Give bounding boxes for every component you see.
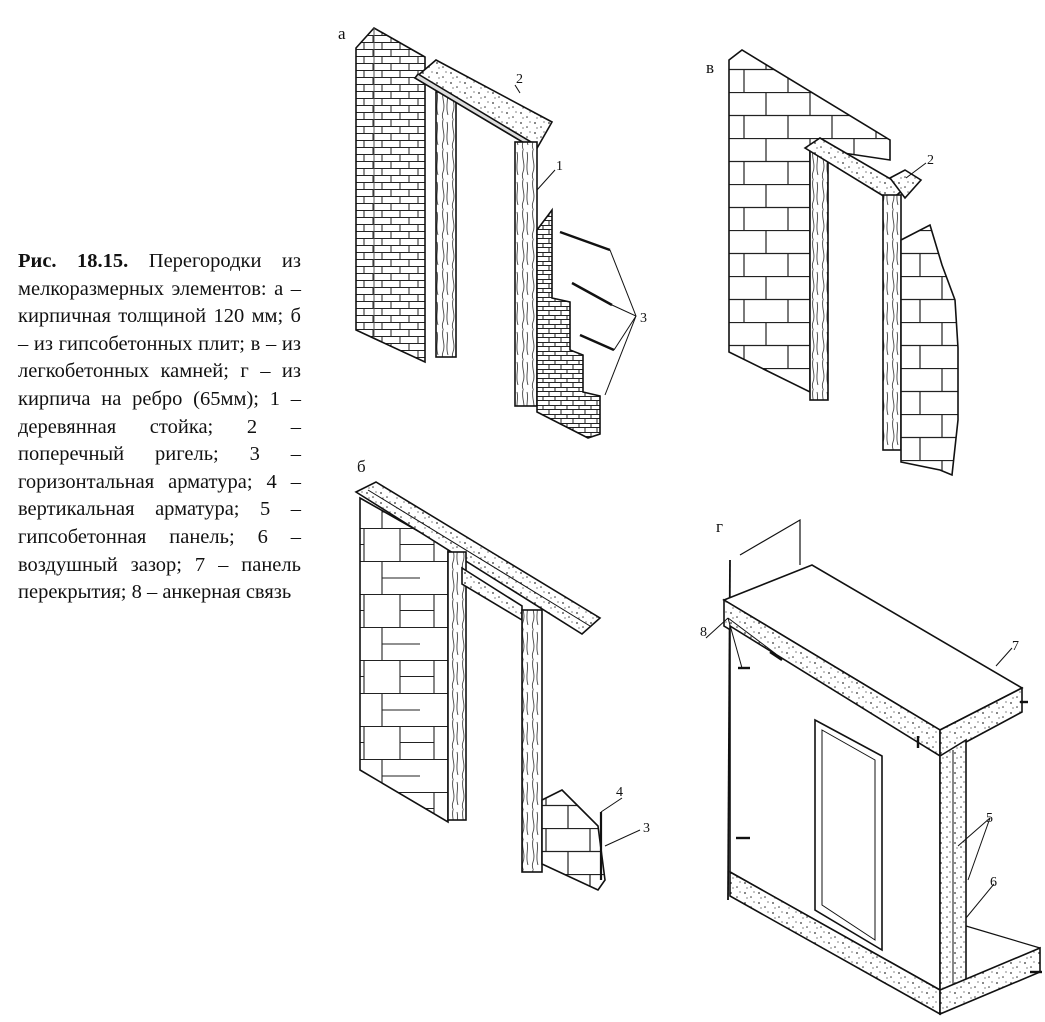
caption-text: Перегородки из мелкоразмерных элементов:… bbox=[18, 250, 301, 604]
panel-g-gypsum-panel: г 7 5 6 bbox=[700, 517, 1042, 1016]
panel-a-callout-1: 1 bbox=[556, 159, 563, 174]
panel-v-label: в bbox=[706, 58, 714, 77]
panel-g-callout-7: 7 bbox=[1012, 639, 1019, 654]
panel-v-lightweight-concrete: в 2 bbox=[706, 49, 959, 477]
figure-caption: Рис. 18.15. Перегородки из мелкоразмерны… bbox=[18, 248, 301, 607]
panel-b-callout-4: 4 bbox=[616, 785, 623, 800]
panel-v-callout-2: 2 bbox=[927, 153, 934, 168]
panel-b-callout-3: 3 bbox=[643, 821, 650, 836]
panel-a-callout-2: 2 bbox=[516, 72, 523, 87]
panel-a-label: а bbox=[338, 24, 346, 43]
panel-g-callout-5: 5 bbox=[986, 811, 993, 826]
panel-a-callout-3: 3 bbox=[640, 311, 647, 326]
panel-a-brick-partition: а 1 2 3 bbox=[338, 24, 647, 439]
figure-number: Рис. 18.15. bbox=[18, 250, 129, 272]
panel-g-label: г bbox=[716, 517, 723, 536]
panel-g-callout-6: 6 bbox=[990, 875, 997, 890]
panel-b-gypsum-slab: б 4 3 bbox=[354, 457, 650, 892]
panel-g-callout-8: 8 bbox=[700, 625, 707, 640]
panel-b-label: б bbox=[357, 457, 366, 476]
